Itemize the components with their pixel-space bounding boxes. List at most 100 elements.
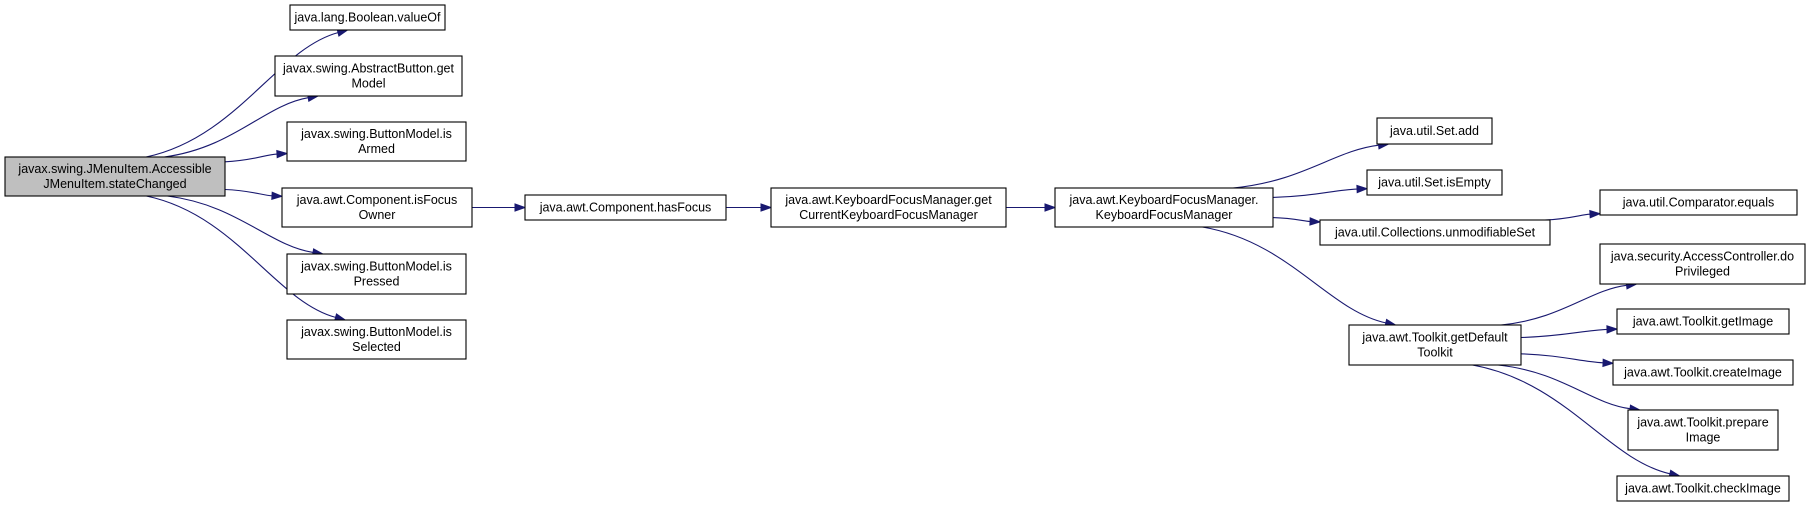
node-label-line: Armed — [358, 142, 395, 156]
node-label-line: java.util.Comparator.equals — [1622, 196, 1774, 210]
node-label-line: java.awt.Toolkit.getDefault — [1361, 331, 1508, 345]
edge-line — [146, 195, 336, 318]
arrowhead-icon — [1309, 217, 1322, 226]
node-label-line: CurrentKeyboardFocusManager — [799, 208, 978, 222]
node-box — [1612, 359, 1794, 386]
node-collections-unmodifiableset[interactable]: java.util.Collections.unmodifiableSet — [1319, 219, 1551, 246]
node-label-line: javax.swing.ButtonModel.is — [300, 127, 452, 141]
arrowhead-icon — [276, 149, 289, 159]
edge-line — [1272, 188, 1358, 198]
edge-toolkit-getdefaulttoolkit-to-accesscontroller-doprivileged — [1500, 281, 1638, 326]
node-label-line: KeyboardFocusManager — [1096, 208, 1233, 222]
edges-layer — [145, 28, 1682, 478]
node-label-line: java.util.Set.add — [1389, 124, 1479, 138]
node-box — [1616, 308, 1790, 335]
node-label-line: java.awt.KeyboardFocusManager. — [1069, 193, 1259, 207]
node-box — [770, 187, 1007, 228]
node-box — [1599, 189, 1798, 216]
node-toolkit-getimage[interactable]: java.awt.Toolkit.getImage — [1616, 308, 1790, 335]
node-box — [1054, 187, 1274, 228]
arrowhead-icon — [1606, 325, 1619, 334]
node-label-line: javax.swing.ButtonModel.is — [300, 260, 452, 274]
edge-line — [1520, 353, 1604, 364]
node-box — [1366, 169, 1503, 196]
node-box — [289, 4, 446, 31]
node-box — [1376, 117, 1493, 145]
edge-line — [1498, 364, 1631, 410]
node-component-hasfocus[interactable]: java.awt.Component.hasFocus — [524, 194, 727, 221]
node-toolkit-checkimage[interactable]: java.awt.Toolkit.checkImage — [1616, 475, 1790, 502]
node-box — [274, 55, 463, 97]
edge-component-hasfocus-to-kfm-getcurrent — [726, 203, 773, 212]
arrowhead-icon — [1356, 184, 1369, 194]
node-label-line: Selected — [352, 340, 401, 354]
edge-kfm-ctor-to-set-isempty — [1272, 184, 1369, 198]
arrowhead-icon — [514, 203, 527, 212]
nodes-layer: javax.swing.JMenuItem.AccessibleJMenuIte… — [4, 4, 1806, 502]
edge-line — [167, 195, 314, 253]
node-toolkit-createimage[interactable]: java.awt.Toolkit.createImage — [1612, 359, 1794, 386]
node-label-line: Pressed — [354, 275, 400, 289]
node-label-line: java.awt.KeyboardFocusManager.get — [784, 193, 992, 207]
node-label-line: java.awt.Component.isFocus — [296, 193, 458, 207]
edge-line — [164, 97, 309, 158]
node-box — [286, 253, 467, 295]
node-kfm-getcurrent[interactable]: java.awt.KeyboardFocusManager.getCurrent… — [770, 187, 1007, 228]
node-label-line: Owner — [359, 208, 396, 222]
arrowhead-icon — [1602, 358, 1615, 368]
node-box — [1616, 475, 1790, 502]
node-box — [1627, 409, 1779, 451]
node-box — [286, 319, 467, 360]
edge-line — [1520, 328, 1608, 339]
node-accesscontroller-doprivileged[interactable]: java.security.AccessController.doPrivile… — [1599, 243, 1806, 285]
node-label-line: java.awt.Toolkit.prepare — [1636, 416, 1768, 430]
arrowhead-icon — [760, 203, 773, 212]
edge-kfm-getcurrent-to-kfm-ctor — [1006, 203, 1057, 212]
node-box — [524, 194, 727, 221]
node-label-line: java.awt.Component.hasFocus — [539, 201, 712, 215]
edge-kfm-ctor-to-collections-unmodifiableset — [1272, 217, 1322, 226]
node-label-line: javax.swing.ButtonModel.is — [300, 325, 452, 339]
edge-root-to-buttonmodel-isarmed — [224, 149, 289, 163]
node-label-line: java.awt.Toolkit.getImage — [1632, 315, 1773, 329]
edge-root-to-component-isfocusowner — [224, 188, 284, 200]
node-boolean-valueof[interactable]: java.lang.Boolean.valueOf — [289, 4, 446, 31]
edge-line — [1232, 144, 1379, 189]
node-label-line: java.util.Set.isEmpty — [1377, 176, 1491, 190]
edge-kfm-ctor-to-set-add — [1232, 140, 1390, 189]
node-label-line: java.awt.Toolkit.checkImage — [1624, 482, 1781, 496]
edge-root-to-buttonmodel-isselected — [146, 195, 347, 322]
node-label-line: java.security.AccessController.do — [1610, 250, 1794, 264]
edge-line — [1472, 364, 1671, 475]
arrowhead-icon — [271, 191, 284, 200]
edge-toolkit-getdefaulttoolkit-to-toolkit-getimage — [1520, 325, 1619, 339]
edge-component-isfocusowner-to-component-hasfocus — [472, 203, 527, 212]
node-label-line: Privileged — [1675, 265, 1730, 279]
node-box — [1319, 219, 1551, 246]
node-label-line: JMenuItem.stateChanged — [43, 177, 186, 191]
arrowhead-icon — [1044, 203, 1057, 212]
node-label-line: javax.swing.JMenuItem.Accessible — [17, 162, 211, 176]
edge-line — [1544, 213, 1591, 221]
node-label-line: java.awt.Toolkit.createImage — [1623, 366, 1782, 380]
node-set-add[interactable]: java.util.Set.add — [1376, 117, 1493, 145]
node-box — [286, 121, 467, 162]
node-root[interactable]: javax.swing.JMenuItem.AccessibleJMenuIte… — [4, 156, 226, 197]
node-set-isempty[interactable]: java.util.Set.isEmpty — [1366, 169, 1503, 196]
node-kfm-ctor[interactable]: java.awt.KeyboardFocusManager.KeyboardFo… — [1054, 187, 1274, 228]
edge-line — [145, 32, 339, 158]
node-label-line: Image — [1686, 431, 1721, 445]
node-comparator-equals[interactable]: java.util.Comparator.equals — [1599, 189, 1798, 216]
edge-line — [224, 153, 278, 163]
node-box — [1348, 324, 1522, 366]
node-label-line: javax.swing.AbstractButton.get — [282, 62, 454, 76]
node-label-line: Model — [351, 77, 385, 91]
